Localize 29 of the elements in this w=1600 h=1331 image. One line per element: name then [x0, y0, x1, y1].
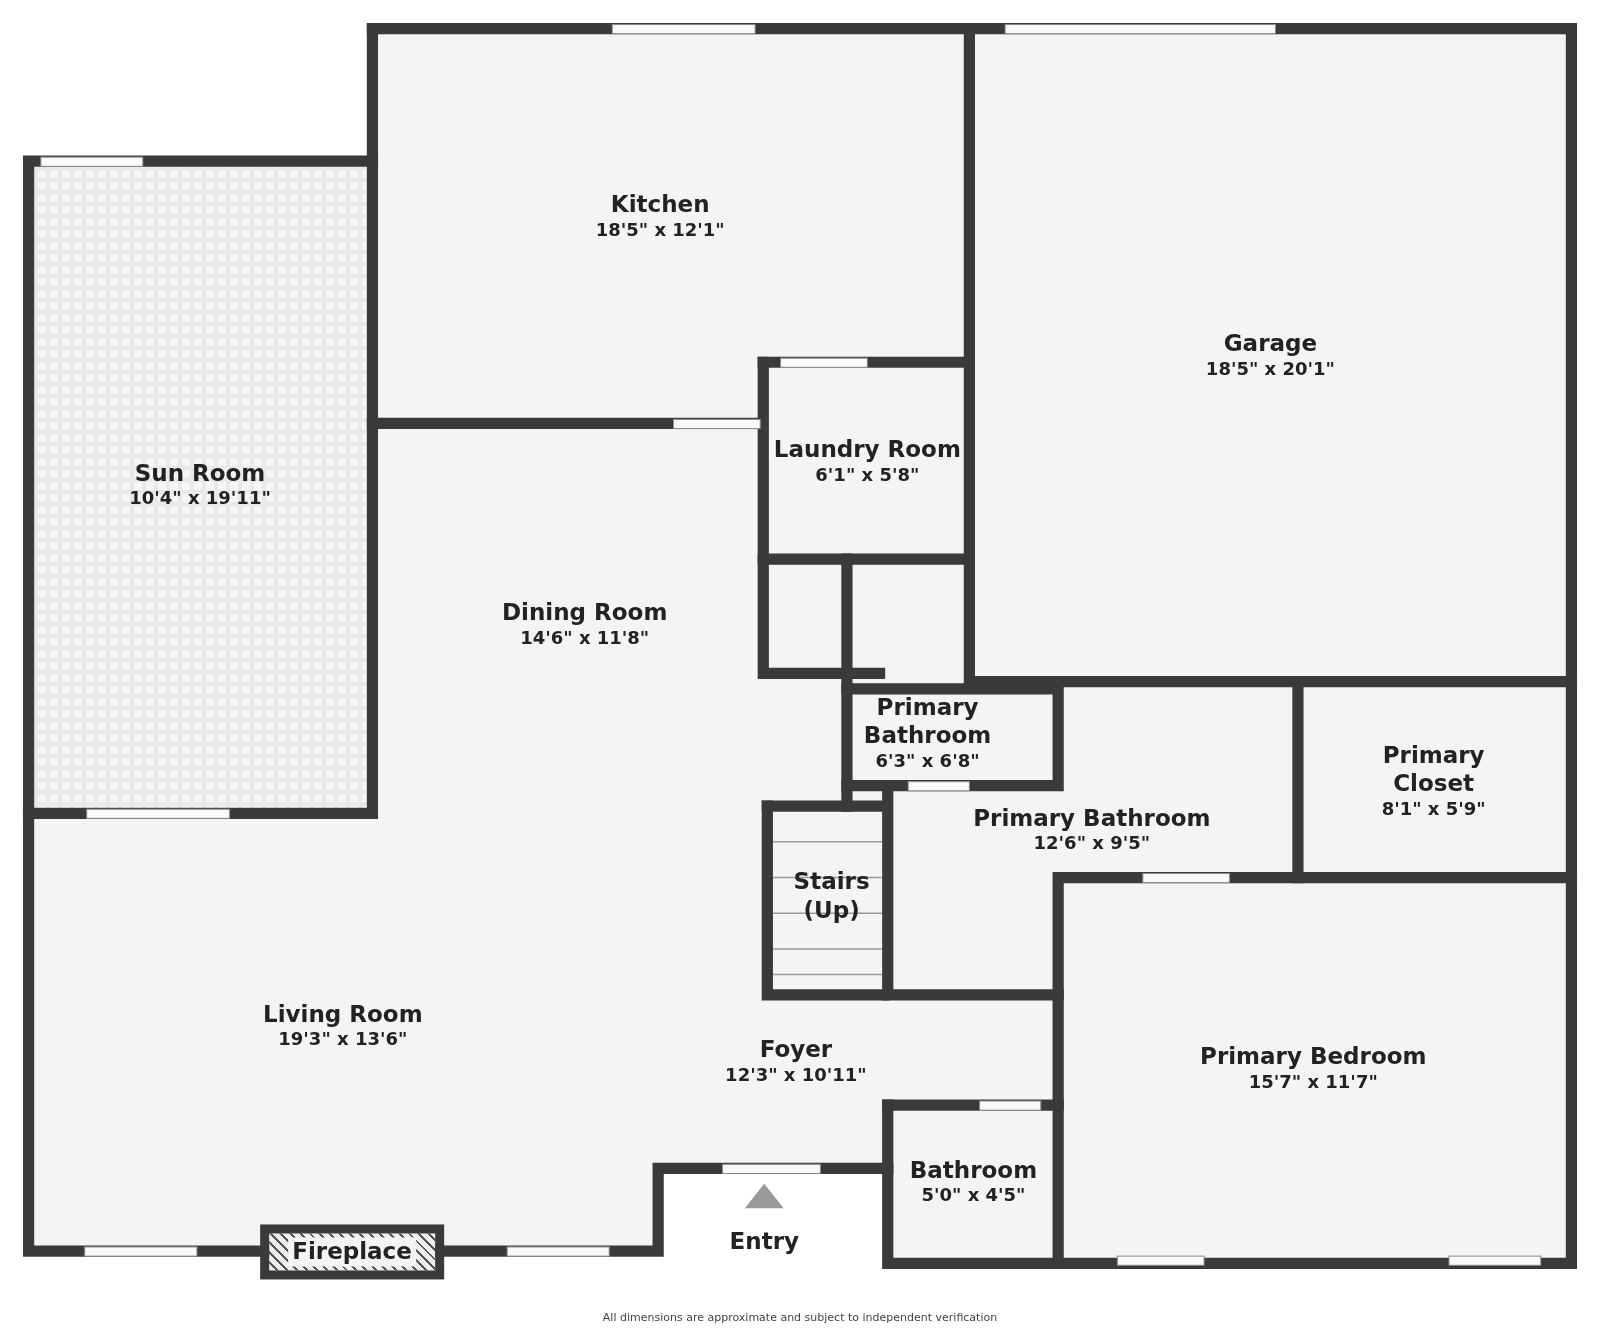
room-name: Stairs (Up) — [792, 867, 871, 925]
disclaimer-note: All dimensions are approximate and subject to independent verification — [602, 1311, 998, 1325]
room-name: Primary Closet — [1381, 740, 1486, 799]
room-dimensions: 12'6" x 9'5" — [1032, 832, 1152, 856]
room-dimensions: 18'5" x 12'1" — [595, 219, 725, 242]
room-dimensions: 12'3" x 10'11" — [725, 1064, 867, 1087]
room-dimensions: 14'6" x 11'8" — [519, 627, 651, 651]
room-dimensions: 10'4" x 19'11" — [129, 487, 271, 511]
room-name: Foyer — [758, 1035, 834, 1065]
room-name: Fireplace — [288, 1237, 416, 1267]
room-name: Primary Bedroom — [1200, 1042, 1427, 1072]
room-name: Laundry Room — [773, 435, 961, 465]
room-name: Living Room — [263, 999, 423, 1029]
room-name: Sun Room — [133, 459, 267, 488]
room-name: Garage — [1222, 329, 1319, 359]
room-dimensions: 6'1" x 5'8" — [814, 464, 921, 487]
room-dimensions: 8'1" x 5'9" — [1380, 798, 1487, 821]
room-name: Dining Room — [502, 598, 668, 628]
room-name: Primary Bathroom — [862, 692, 993, 751]
room-dimensions: 5'0" x 4'5" — [920, 1184, 1027, 1208]
entry-label: Entry — [729, 1226, 799, 1256]
room-dimensions: 19'3" x 13'6" — [277, 1028, 409, 1052]
room-dimensions: 18'5" x 20'1" — [1205, 358, 1335, 381]
room-name: Primary Bathroom — [973, 803, 1211, 833]
room-dimensions: 15'7" x 11'7" — [1247, 1071, 1379, 1094]
room-dimensions: 6'3" x 6'8" — [874, 750, 981, 773]
fireplace-box — [260, 1224, 444, 1280]
room-name: Kitchen — [609, 190, 711, 220]
room-name: Bathroom — [909, 1156, 1038, 1185]
